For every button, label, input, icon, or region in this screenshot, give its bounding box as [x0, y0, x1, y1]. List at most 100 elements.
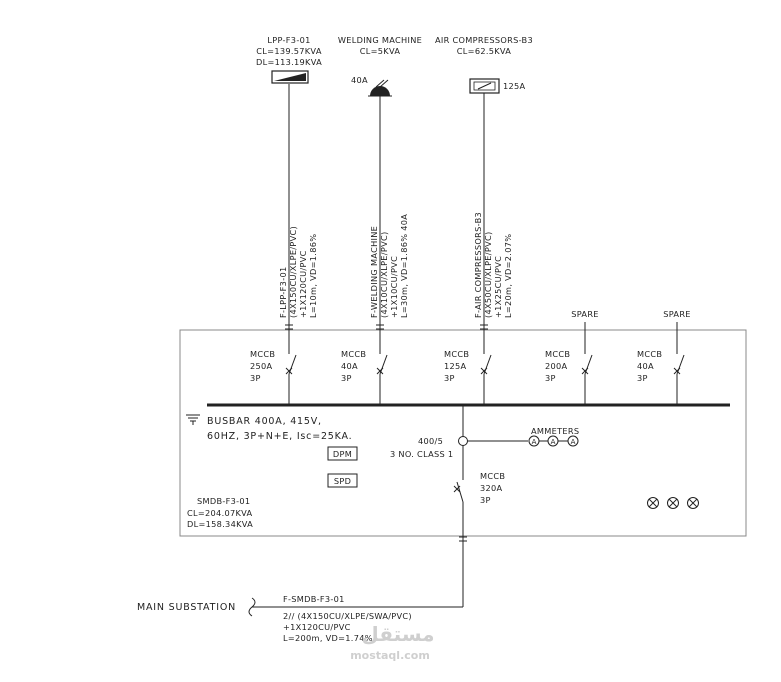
cable-gland-air: [480, 324, 488, 330]
svg-text:MCCB: MCCB: [637, 349, 662, 359]
svg-text:L=10m, VD=1.86%: L=10m, VD=1.86%: [308, 234, 318, 318]
incoming-feeder-text: F-SMDB-F3-01 2// (4X150CU/XLPE/SWA/PVC) …: [283, 594, 412, 643]
svg-text:3P: 3P: [637, 373, 648, 383]
dpm-box: DPM: [327, 446, 358, 461]
busbar-rating-line2: 60HZ, 3P+N+E, Isc=25KA.: [207, 431, 352, 442]
breaker-switch-icon: [671, 354, 685, 375]
svg-text:DPM: DPM: [333, 449, 352, 459]
svg-text:MCCB: MCCB: [444, 349, 469, 359]
svg-text:2// (4X150CU/XLPE/SWA/PVC): 2// (4X150CU/XLPE/SWA/PVC): [283, 611, 412, 621]
svg-text:+1X25CU/PVC: +1X25CU/PVC: [493, 256, 503, 318]
indicator-lamp-icon: [647, 497, 659, 509]
indicator-lamp-icon: [667, 497, 679, 509]
ammeter-icon: A: [528, 435, 540, 447]
svg-text:SPD: SPD: [334, 476, 351, 486]
svg-text:200A: 200A: [545, 361, 568, 371]
svg-text:(4X10CU/XLPE/PVC): (4X10CU/XLPE/PVC): [379, 232, 389, 319]
main-substation-label: MAIN SUBSTATION: [137, 602, 236, 613]
earth-icon: [186, 414, 200, 425]
indicator-lamp-icon: [687, 497, 699, 509]
cable-gland-lpp: [285, 324, 293, 330]
svg-text:L=30m, VD=1.86% 40A: L=30m, VD=1.86% 40A: [399, 214, 409, 318]
board-name: SMDB-F3-01: [197, 496, 250, 506]
svg-text:A: A: [551, 438, 556, 446]
svg-text:3P: 3P: [444, 373, 455, 383]
ct-description: 3 NO. CLASS 1: [390, 449, 453, 459]
cable-break-icon: [248, 597, 256, 617]
svg-text:40A: 40A: [637, 361, 654, 371]
load-lpp-dl: DL=113.19KVA: [256, 57, 322, 67]
breaker-2: MCCB 40A 3P: [341, 349, 366, 383]
svg-text:MCCB: MCCB: [480, 471, 505, 481]
svg-text:A: A: [571, 438, 576, 446]
load-air-cl: CL=62.5KVA: [457, 46, 512, 56]
svg-text:مستقل: مستقل: [361, 622, 434, 646]
spare-label-2: SPARE: [663, 309, 691, 319]
svg-text:L=20m, VD=2.07%: L=20m, VD=2.07%: [503, 234, 513, 318]
load-air-name: AIR COMPRESSORS-B3: [435, 35, 533, 45]
load-air: AIR COMPRESSORS-B3 CL=62.5KVA 125A: [435, 35, 533, 94]
ct-ratio: 400/5: [418, 436, 443, 446]
feeder-text-air: F-AIR COMPRESSORS-B3 (4X50CU/XLPE/PVC) +…: [473, 212, 513, 318]
socket-outlet-icon: [368, 79, 392, 97]
watermark-logo: مستقل mostaql.com: [350, 622, 434, 662]
svg-text:L=200m, VD=1.74%: L=200m, VD=1.74%: [283, 633, 373, 643]
busbar-rating-line1: BUSBAR 400A, 415V,: [207, 416, 322, 427]
load-lpp-cl: CL=139.57KVA: [256, 46, 322, 56]
svg-text:3P: 3P: [480, 495, 491, 505]
feeder-text-lpp: F-LPP-F3-01 (4X150CU/XLPE/PVC) +1X120CU/…: [278, 226, 318, 318]
ammeter-icon: A: [567, 435, 579, 447]
isolator-icon: [469, 78, 500, 94]
load-welding: WELDING MACHINE CL=5KVA 40A: [338, 35, 422, 97]
svg-text:MCCB: MCCB: [545, 349, 570, 359]
svg-text:MCCB: MCCB: [250, 349, 275, 359]
breaker-3: MCCB 125A 3P: [444, 349, 469, 383]
svg-text:(4X150CU/XLPE/PVC): (4X150CU/XLPE/PVC): [288, 226, 298, 318]
current-transformer-icon: [458, 436, 468, 446]
load-welding-name: WELDING MACHINE: [338, 35, 422, 45]
svg-text:320A: 320A: [480, 483, 503, 493]
breaker-5: MCCB 40A 3P: [637, 349, 662, 383]
load-lpp-name: LPP-F3-01: [267, 35, 310, 45]
load-welding-rating: 40A: [351, 75, 368, 85]
cable-gland-welding: [376, 324, 384, 330]
svg-text:+1X120CU/PVC: +1X120CU/PVC: [283, 622, 351, 632]
breaker-switch-icon: [283, 354, 297, 375]
svg-text:A: A: [532, 438, 537, 446]
spd-box: SPD: [327, 473, 358, 488]
svg-text:+1X120CU/PVC: +1X120CU/PVC: [298, 250, 308, 318]
svg-text:F-WELDING MACHINE: F-WELDING MACHINE: [369, 226, 379, 318]
svg-text:(4X50CU/XLPE/PVC): (4X50CU/XLPE/PVC): [483, 232, 493, 319]
breaker-switch-icon: [579, 354, 593, 375]
svg-text:3P: 3P: [341, 373, 352, 383]
breaker-switch-icon: [374, 354, 388, 375]
board-cl: CL=204.07KVA: [187, 508, 253, 518]
ammeter-icon: A: [547, 435, 559, 447]
board-info: SMDB-F3-01 CL=204.07KVA DL=158.34KVA: [187, 496, 253, 529]
incomer-breaker: MCCB 320A 3P: [480, 471, 505, 505]
svg-text:MCCB: MCCB: [341, 349, 366, 359]
board-dl: DL=158.34KVA: [187, 519, 253, 529]
svg-text:125A: 125A: [444, 361, 467, 371]
breaker-1: MCCB 250A 3P: [250, 349, 275, 383]
load-welding-cl: CL=5KVA: [360, 46, 401, 56]
spare-label-1: SPARE: [571, 309, 599, 319]
feeder-text-welding: F-WELDING MACHINE (4X10CU/XLPE/PVC) +1X1…: [369, 214, 409, 318]
svg-text:F-SMDB-F3-01: F-SMDB-F3-01: [283, 594, 345, 604]
svg-text:F-LPP-F3-01: F-LPP-F3-01: [278, 267, 288, 318]
svg-text:3P: 3P: [545, 373, 556, 383]
svg-text:250A: 250A: [250, 361, 273, 371]
svg-text:3P: 3P: [250, 373, 261, 383]
ammeters-label: AMMETERS: [531, 426, 579, 436]
incomer-breaker-switch-icon: [453, 480, 469, 503]
incomer-cable-gland: [459, 536, 467, 542]
svg-text:F-AIR COMPRESSORS-B3: F-AIR COMPRESSORS-B3: [473, 212, 483, 318]
breaker-switch-icon: [478, 354, 492, 375]
svg-text:mostaql.com: mostaql.com: [350, 649, 430, 662]
breaker-4: MCCB 200A 3P: [545, 349, 570, 383]
svg-text:+1X10CU/PVC: +1X10CU/PVC: [389, 256, 399, 318]
load-air-rating: 125A: [503, 81, 526, 91]
distribution-board-fill: [274, 73, 306, 81]
svg-text:40A: 40A: [341, 361, 358, 371]
